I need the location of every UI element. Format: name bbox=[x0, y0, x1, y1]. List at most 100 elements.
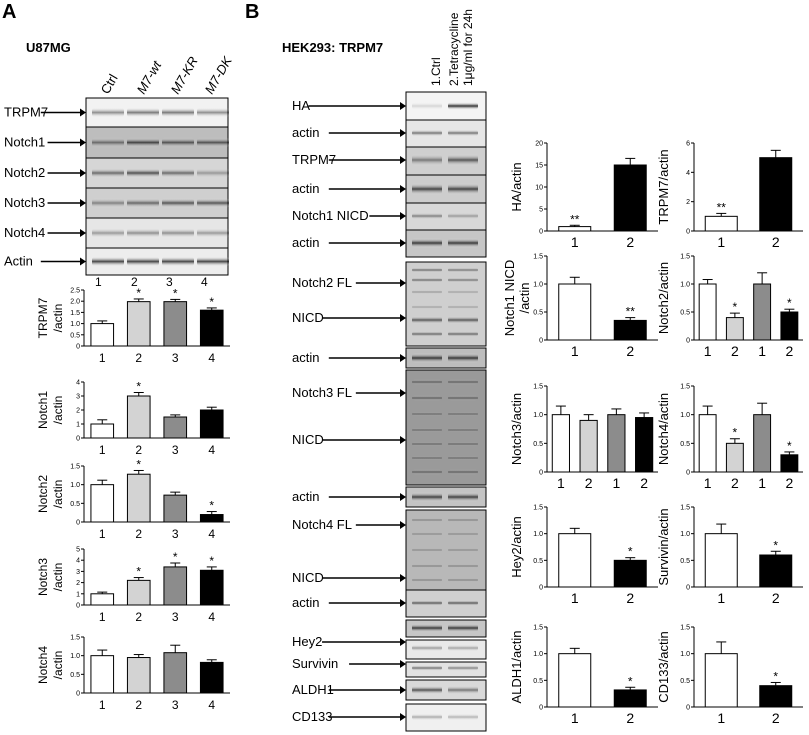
y-tick-label: 1.5 bbox=[680, 384, 690, 391]
y-axis-label-line: CD133/actin bbox=[656, 631, 671, 703]
x-tick-label: 1 bbox=[557, 475, 565, 491]
blot-band bbox=[412, 713, 442, 721]
bar bbox=[199, 409, 224, 439]
blot-band bbox=[92, 168, 124, 178]
blot-band bbox=[448, 665, 478, 671]
blot-band bbox=[412, 316, 442, 324]
significance-mark: * bbox=[787, 296, 792, 310]
bar bbox=[163, 652, 188, 694]
bar bbox=[558, 226, 592, 232]
x-tick-label: 3 bbox=[172, 443, 179, 457]
y-axis-label-line: Notch4/actin bbox=[656, 393, 671, 465]
lane-header: 1.Ctrl bbox=[429, 57, 443, 86]
bar bbox=[90, 593, 115, 606]
bar bbox=[613, 559, 647, 588]
x-tick-label: 1 bbox=[704, 343, 712, 359]
significance-mark: * bbox=[773, 538, 778, 552]
blot-band bbox=[412, 238, 442, 248]
y-tick-label: 1.0 bbox=[680, 531, 690, 538]
blot-label: Notch3 bbox=[4, 195, 45, 210]
blot-band bbox=[412, 412, 442, 416]
y-axis-label: Notch3/actin bbox=[509, 393, 524, 465]
x-tick-label: 2 bbox=[772, 710, 780, 726]
arrow-icon bbox=[400, 239, 406, 247]
y-axis-label-line: Notch1 bbox=[36, 391, 50, 429]
y-axis-label-line: /actin bbox=[517, 282, 532, 313]
y-tick-label: 10 bbox=[535, 185, 543, 192]
y-axis-label: Hey2/actin bbox=[509, 516, 524, 577]
blot-label: Hey2 bbox=[292, 634, 322, 649]
bar bbox=[704, 215, 738, 232]
blot-label: Notch3 FL bbox=[292, 385, 352, 400]
y-tick-label: 0 bbox=[76, 520, 80, 527]
blot-band bbox=[412, 154, 442, 166]
y-tick-label: 0 bbox=[76, 436, 80, 443]
y-tick-label: 0.5 bbox=[680, 558, 690, 565]
y-tick-label: 0 bbox=[686, 229, 690, 236]
y-tick-label: 1.0 bbox=[533, 651, 543, 658]
blot-label: actin bbox=[292, 235, 319, 250]
blot-label: ALDH1 bbox=[292, 682, 334, 697]
blot-band bbox=[448, 623, 478, 633]
y-tick-label: 0.5 bbox=[70, 672, 80, 679]
blot-label: HA bbox=[292, 98, 310, 113]
x-tick-label: 2 bbox=[135, 443, 142, 457]
arrow-icon bbox=[400, 314, 406, 322]
blot-band bbox=[197, 137, 229, 148]
y-axis-label-line: Notch1 NICD bbox=[502, 260, 517, 337]
bar bbox=[126, 473, 151, 523]
blot-label: actin bbox=[292, 181, 319, 196]
bar bbox=[90, 484, 115, 523]
bar bbox=[126, 579, 151, 606]
y-axis-label-line: Survivin/actin bbox=[656, 508, 671, 585]
bar bbox=[163, 494, 188, 523]
blot-band bbox=[448, 316, 478, 324]
significance-mark: * bbox=[173, 286, 178, 300]
blot-band bbox=[448, 713, 478, 721]
blot-label: Survivin bbox=[292, 656, 338, 671]
arrow-icon bbox=[80, 169, 86, 177]
blot-label: Notch1 bbox=[4, 135, 45, 150]
arrow-icon bbox=[400, 521, 406, 529]
blot-band bbox=[162, 137, 194, 148]
blot-band bbox=[162, 198, 194, 208]
blot-band bbox=[448, 267, 478, 273]
blot-label: Notch2 FL bbox=[292, 275, 352, 290]
blot-band bbox=[412, 518, 442, 522]
y-axis-label-line: Notch3 bbox=[36, 558, 50, 596]
x-tick-label: 3 bbox=[172, 698, 179, 712]
lane-number: 3 bbox=[166, 275, 173, 289]
blot-band bbox=[197, 107, 229, 118]
arrow-icon bbox=[400, 660, 406, 668]
y-tick-label: 5 bbox=[539, 207, 543, 214]
y-tick-label: 2.5 bbox=[70, 288, 80, 295]
blot-band bbox=[412, 564, 442, 568]
panel-b-lane-headers: 1.Ctrl 2.Tetracycline 1μg/ml for 24h bbox=[429, 9, 475, 86]
y-tick-label: 1.0 bbox=[680, 282, 690, 289]
blot-label: CD133 bbox=[292, 709, 332, 724]
bar bbox=[753, 283, 772, 341]
blot-band bbox=[412, 212, 442, 220]
y-axis-label-line: /actin bbox=[51, 480, 65, 509]
significance-mark: * bbox=[136, 565, 141, 579]
y-tick-label: 0 bbox=[686, 338, 690, 345]
x-tick-label: 1 bbox=[571, 343, 579, 359]
y-axis-label-line: Notch2/actin bbox=[656, 262, 671, 334]
blot-band bbox=[448, 412, 478, 416]
blot-band bbox=[448, 212, 478, 220]
blot-band bbox=[127, 107, 159, 118]
bar bbox=[90, 655, 115, 694]
blot-band bbox=[92, 137, 124, 148]
y-tick-label: 2 bbox=[76, 580, 80, 587]
arrow-icon bbox=[80, 257, 86, 266]
arrow-icon bbox=[400, 389, 406, 397]
blot-band bbox=[197, 168, 229, 178]
blot-band bbox=[448, 685, 478, 695]
blot-band bbox=[197, 228, 229, 238]
y-axis-label: TRPM7/actin bbox=[36, 297, 65, 338]
significance-mark: * bbox=[628, 545, 633, 559]
